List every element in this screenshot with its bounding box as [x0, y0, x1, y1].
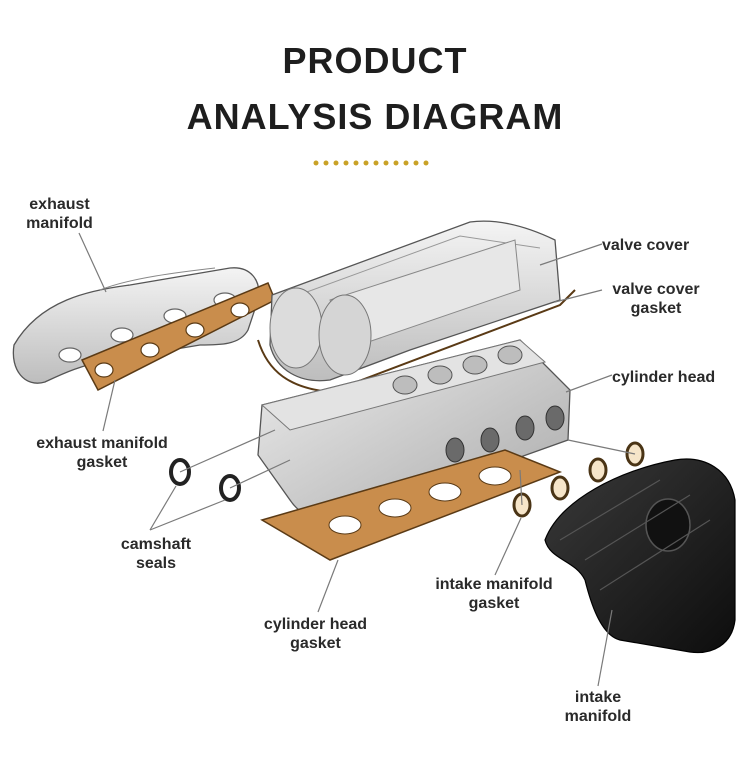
cylinder-head-gasket-part — [260, 449, 563, 561]
intake-manifold-part — [544, 458, 736, 654]
label-cylinder-head-gasket: cylinder head gasket — [263, 616, 368, 652]
leader-lines — [78, 232, 636, 687]
exhaust-manifold-part — [12, 267, 260, 384]
label-valve-cover-gasket: valve cover gasket — [612, 281, 700, 317]
cylinder-head-part — [257, 339, 571, 521]
label-intake-manifold-gasket: intake manifold gasket — [435, 576, 553, 612]
label-camshaft-seals: camshaft seals — [120, 536, 192, 572]
label-intake-manifold: intake manifold — [564, 689, 632, 725]
valve-cover-part — [269, 220, 561, 382]
label-valve-cover: valve cover — [602, 237, 690, 254]
title-line-2: ANALYSIS DIAGRAM — [186, 96, 564, 137]
label-exhaust-manifold-gasket: exhaust manifold gasket — [36, 435, 168, 471]
exhaust-manifold-gasket-part — [80, 282, 276, 392]
camshaft-seals-part — [169, 458, 241, 502]
label-cylinder-head: cylinder head — [612, 369, 716, 386]
title-divider-dots — [313, 160, 429, 166]
title-line-1: PRODUCT — [282, 40, 468, 81]
label-exhaust-manifold: exhaust manifold — [26, 196, 93, 232]
